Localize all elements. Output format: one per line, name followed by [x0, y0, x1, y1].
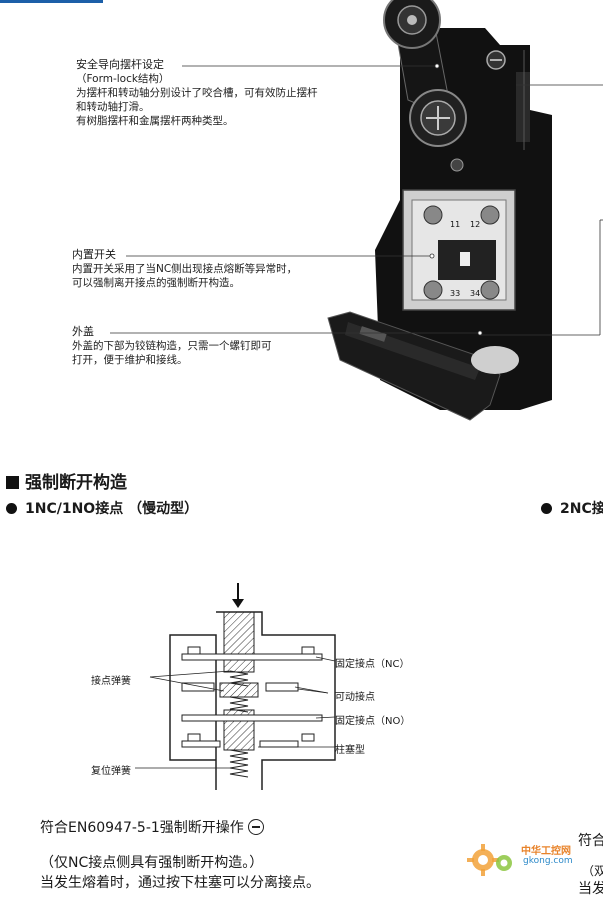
contact-structure-diagram: [135, 583, 336, 790]
callout-cover-line: 打开，便于维护和接线。: [72, 354, 188, 366]
terminal-label-12: 12: [470, 220, 480, 229]
bullet-dot-icon: [6, 503, 17, 514]
callout-built-in-switch-line: 可以强制离开接点的强制断开构造。: [72, 277, 240, 289]
subsection-2nc-clipped: 2NC接: [541, 498, 603, 518]
bullet-dot-icon: [541, 503, 552, 514]
section-heading-text: 强制断开构造: [25, 473, 127, 493]
label-fixed-contact-nc: 固定接点（NC）: [335, 659, 410, 670]
limit-switch-illustration: 11 12 33 34: [327, 0, 603, 421]
square-bullet-icon: [6, 476, 19, 489]
callout-form-lock-line: 和转动轴打滑。: [76, 101, 150, 113]
gear-logo-icon: [467, 844, 499, 876]
callout-form-lock-line: 为摆杆和转动轴分别设计了咬合槽，可有效防止摆杆: [76, 87, 318, 99]
right-clipped-text-2: （双: [582, 864, 603, 878]
terminal-label-34: 34: [470, 289, 480, 298]
callout-built-in-switch: 内置开关 内置开关采用了当NC侧出现接点熔断等异常时， 可以强制离开接点的强制断…: [72, 248, 297, 290]
callout-leader-lines: [110, 63, 483, 336]
watermark: 中华工控网 gkong.com: [465, 836, 585, 880]
label-return-spring: 复位弹簧: [91, 766, 131, 777]
note-separation: 当发生熔着时，通过按下柱塞可以分离接点。: [40, 875, 320, 891]
callout-built-in-switch-line: 内置开关采用了当NC侧出现接点熔断等异常时，: [72, 263, 298, 275]
note-standard-text: 符合EN60947-5-1强制断开操作: [40, 820, 244, 836]
callout-cover-line: 外盖的下部为铰链构造，只需一个螺钉即可: [72, 340, 272, 352]
subsection-1nc-1no-text: 1NC/1NO接点 （慢动型）: [25, 501, 199, 517]
note-nc-only: （仅NC接点侧具有强制断开构造。）: [40, 855, 264, 871]
callout-form-lock: 安全导向摆杆设定 （Form-lock结构） 为摆杆和转动轴分别设计了咬合槽，可…: [76, 58, 318, 128]
watermark-url: gkong.com: [523, 856, 573, 866]
gear-logo-small-icon: [496, 855, 512, 871]
callout-form-lock-subtitle: （Form-lock结构）: [76, 73, 170, 85]
callout-form-lock-title: 安全导向摆杆设定: [76, 58, 164, 71]
label-plunger: 柱塞型: [335, 745, 365, 756]
terminal-label-33: 33: [450, 289, 460, 298]
terminal-label-11: 11: [450, 220, 460, 229]
subsection-1nc-1no: 1NC/1NO接点 （慢动型）: [6, 498, 198, 518]
callout-cover: 外盖 外盖的下部为铰链构造，只需一个螺钉即可 打开，便于维护和接线。: [72, 325, 272, 367]
label-movable-contact: 可动接点: [335, 692, 375, 703]
top-accent-bar: [0, 0, 103, 3]
forced-disconnect-mark-icon: [247, 819, 264, 835]
callout-cover-title: 外盖: [72, 325, 94, 338]
callout-built-in-switch-title: 内置开关: [72, 248, 116, 261]
label-fixed-contact-no: 固定接点（NO）: [335, 716, 411, 727]
watermark-name: 中华工控网: [521, 846, 571, 857]
right-clipped-text-3: 当发: [578, 881, 603, 897]
section-heading: 强制断开构造: [6, 468, 127, 493]
callout-form-lock-line: 有树脂摆杆和金属摆杆两种类型。: [76, 115, 234, 127]
subsection-2nc-text: 2NC接: [560, 501, 603, 517]
note-standard: 符合EN60947-5-1强制断开操作: [40, 817, 264, 837]
right-clipped-text-1: 符合: [578, 833, 603, 849]
label-contact-spring: 接点弹簧: [91, 676, 131, 687]
